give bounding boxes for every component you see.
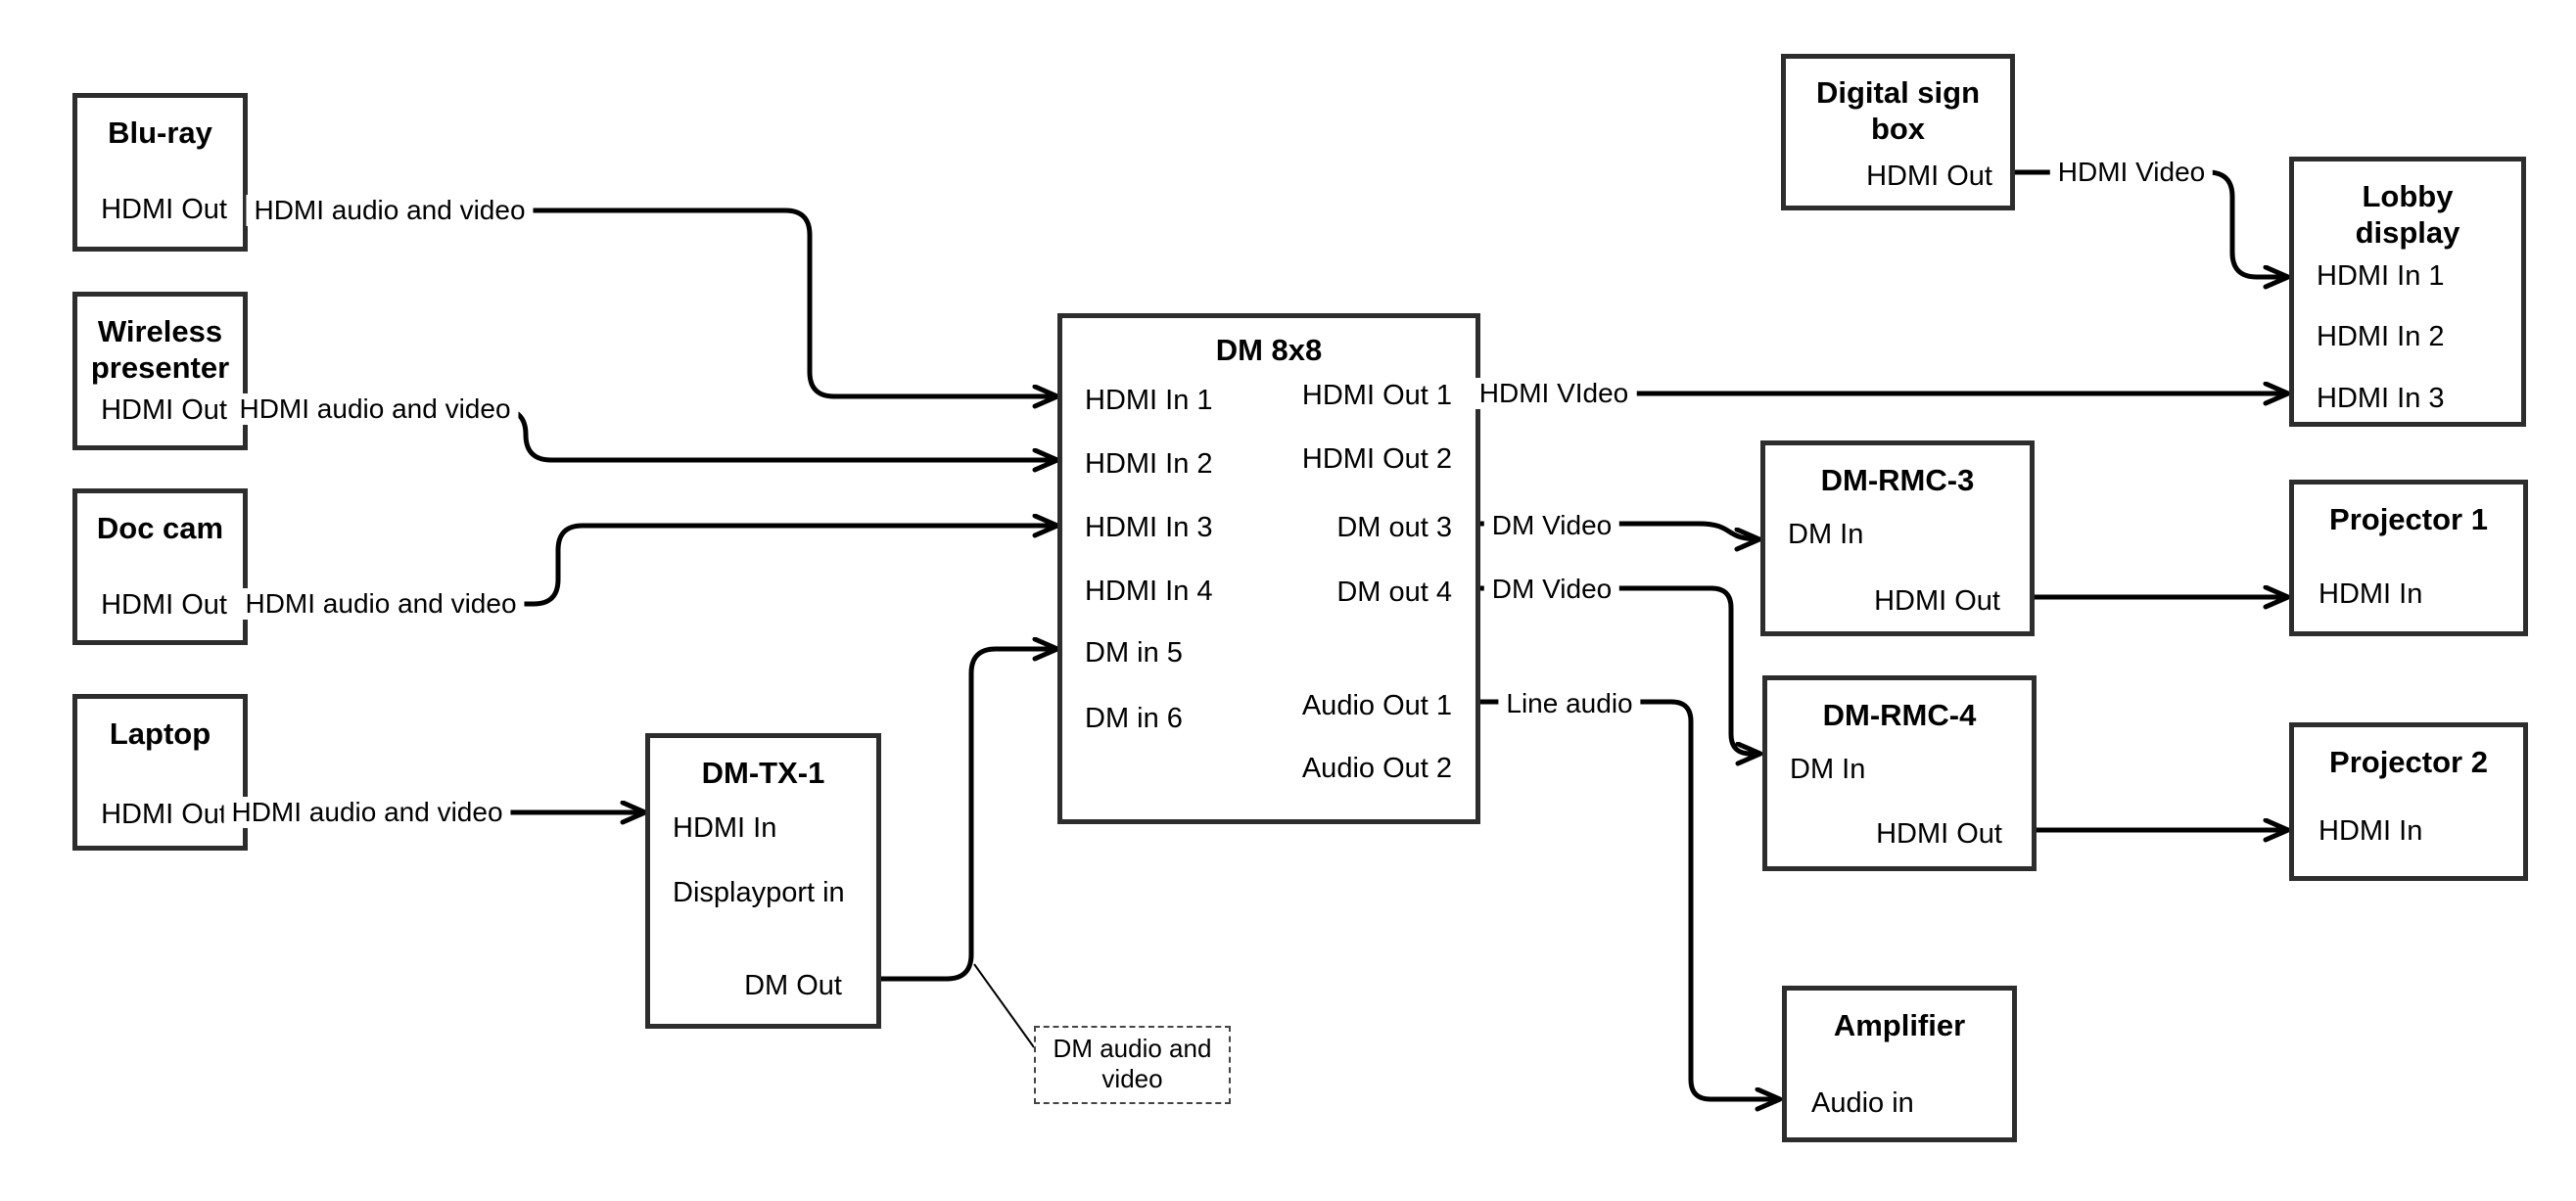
node-title: DM 8x8 xyxy=(1215,333,1323,367)
wire-label-hdmi-audio-video-2: HDMI audio and video xyxy=(231,393,519,425)
node-title: Projector 1 xyxy=(2329,502,2488,536)
port-hdmi-in-4: HDMI In 4 xyxy=(1085,576,1213,607)
node-digital-sign-box[interactable]: Digital sign box HDMI Out xyxy=(1781,54,2015,210)
node-wireless-presenter[interactable]: Wireless presenter HDMI Out xyxy=(72,292,248,450)
port-hdmi-out: HDMI Out xyxy=(101,194,227,225)
port-displayport-in: Displayport in xyxy=(673,877,845,908)
wire-dm8x8-audio1-to-amplifier[interactable] xyxy=(1480,699,1780,1099)
port-dm-out-4: DM out 4 xyxy=(1336,577,1452,608)
node-title: Doc cam xyxy=(96,511,224,545)
node-dm-tx-1[interactable]: DM-TX-1 HDMI In Displayport in DM Out xyxy=(645,733,881,1029)
node-dm-8x8[interactable]: DM 8x8 HDMI In 1 HDMI In 2 HDMI In 3 HDM… xyxy=(1057,313,1480,824)
port-hdmi-out-1: HDMI Out 1 xyxy=(1301,380,1452,411)
node-projector-2[interactable]: Projector 2 HDMI In xyxy=(2289,722,2528,881)
node-title: Digital sign box xyxy=(1815,75,1981,146)
wire-label-line-audio: Line audio xyxy=(1498,688,1641,719)
port-hdmi-in-2: HDMI In 2 xyxy=(1085,448,1213,480)
node-title: DM-RMC-4 xyxy=(1822,698,1977,732)
port-hdmi-in-1: HDMI In 1 xyxy=(1085,385,1213,416)
port-dm-in: DM In xyxy=(1790,754,1866,785)
node-title: Laptop xyxy=(109,716,211,751)
port-hdmi-in: HDMI In xyxy=(2318,578,2423,610)
wire-digital-sign-to-lobby-in1[interactable] xyxy=(2015,169,2288,277)
note-leader-line xyxy=(973,963,1035,1048)
node-dm-rmc-3[interactable]: DM-RMC-3 DM In HDMI Out xyxy=(1760,440,2035,636)
wire-dmtx1-to-dm8x8-in5[interactable] xyxy=(881,649,1057,982)
port-dm-in-6: DM in 6 xyxy=(1085,703,1183,734)
note-dm-audio-and-video[interactable]: DM audio and video xyxy=(1034,1026,1231,1104)
wire-bluray-to-dm8x8-in1[interactable] xyxy=(248,208,1057,396)
port-hdmi-in-3: HDMI In 3 xyxy=(2317,383,2445,414)
port-dm-in-5: DM in 5 xyxy=(1085,637,1183,669)
port-dm-out: DM Out xyxy=(744,970,842,1001)
node-title: Projector 2 xyxy=(2329,745,2488,779)
port-dm-in: DM In xyxy=(1788,519,1864,550)
node-bluray[interactable]: Blu-ray HDMI Out xyxy=(72,93,248,252)
node-title: DM-RMC-3 xyxy=(1820,463,1975,497)
port-dm-out-3: DM out 3 xyxy=(1336,512,1452,543)
port-audio-out-1: Audio Out 1 xyxy=(1301,690,1452,721)
node-lobby-display[interactable]: Lobby display HDMI In 1 HDMI In 2 HDMI I… xyxy=(2289,157,2526,427)
port-hdmi-in: HDMI In xyxy=(673,812,777,844)
node-title: Blu-ray xyxy=(108,115,212,150)
wire-doccam-to-dm8x8-in3[interactable] xyxy=(248,526,1057,607)
node-title: DM-TX-1 xyxy=(701,756,825,790)
node-title: Wireless presenter xyxy=(90,314,230,385)
wire-dm8x8-out3-to-rmc3[interactable] xyxy=(1480,521,1759,539)
port-hdmi-out-2: HDMI Out 2 xyxy=(1301,443,1452,475)
port-hdmi-out: HDMI Out xyxy=(1866,161,1992,192)
node-laptop[interactable]: Laptop HDMI Out xyxy=(72,694,248,851)
wire-dm8x8-out4-to-rmc4[interactable] xyxy=(1480,585,1760,754)
wire-label-hdmi-video: HDMI Video xyxy=(2049,157,2214,188)
port-hdmi-out: HDMI Out xyxy=(1874,585,2000,617)
wire-label-hdmi-audio-video-3: HDMI audio and video xyxy=(237,588,525,620)
port-hdmi-out: HDMI Out xyxy=(1876,818,2002,850)
node-title: Lobby display xyxy=(2355,179,2460,250)
port-hdmi-in-2: HDMI In 2 xyxy=(2317,321,2445,352)
port-hdmi-in: HDMI In xyxy=(2318,815,2423,847)
port-hdmi-out: HDMI Out xyxy=(101,394,227,426)
node-title: Amplifier xyxy=(1833,1008,1966,1042)
port-hdmi-out: HDMI Out xyxy=(101,589,227,621)
wire-label-hdmi-audio-video-4: HDMI audio and video xyxy=(223,797,511,828)
port-audio-out-2: Audio Out 2 xyxy=(1301,753,1452,784)
node-dm-rmc-4[interactable]: DM-RMC-4 DM In HDMI Out xyxy=(1762,675,2037,871)
node-amplifier[interactable]: Amplifier Audio in xyxy=(1782,986,2017,1142)
node-projector-1[interactable]: Projector 1 HDMI In xyxy=(2289,480,2528,636)
wire-label-hdmi-video-out1: HDMI VIdeo xyxy=(1471,378,1637,409)
wire-label-dm-video-2: DM Video xyxy=(1483,574,1620,605)
port-hdmi-in-1: HDMI In 1 xyxy=(2317,260,2445,292)
port-audio-in: Audio in xyxy=(1811,1087,1914,1119)
note-text: DM audio and video xyxy=(1053,1034,1212,1093)
wire-label-hdmi-audio-video-1: HDMI audio and video xyxy=(246,195,534,226)
node-doc-cam[interactable]: Doc cam HDMI Out xyxy=(72,488,248,645)
wire-label-dm-video-1: DM Video xyxy=(1483,510,1620,541)
port-hdmi-in-3: HDMI In 3 xyxy=(1085,512,1213,543)
port-hdmi-out: HDMI Out xyxy=(101,799,227,830)
